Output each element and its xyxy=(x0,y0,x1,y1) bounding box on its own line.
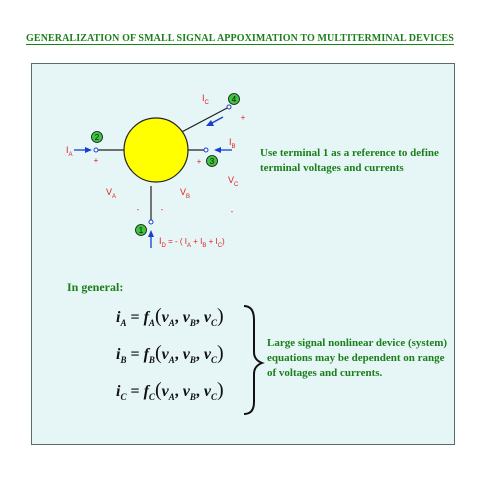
arrow-ib-icon xyxy=(214,147,232,153)
minus-1: - xyxy=(137,205,140,214)
label-vc: VC xyxy=(228,175,239,188)
minus-2: - xyxy=(161,205,164,214)
svg-text:2: 2 xyxy=(95,133,100,142)
svg-text:1: 1 xyxy=(139,226,144,235)
label-ib: IB xyxy=(229,137,236,150)
arrow-id-icon xyxy=(148,230,154,248)
plus-2: + xyxy=(94,156,99,165)
right-brace xyxy=(243,305,265,415)
label-va: VA xyxy=(106,187,116,200)
label-ic: IC xyxy=(202,93,210,106)
content-panel xyxy=(31,63,455,445)
arrow-ia-icon xyxy=(74,147,92,153)
minus-3: - xyxy=(231,207,234,216)
equation-ia: iA = fA(vA, vB, vC) xyxy=(116,305,224,329)
terminal-node-1: 1 xyxy=(135,224,147,236)
device-circle xyxy=(123,117,189,183)
svg-text:4: 4 xyxy=(232,95,237,104)
side-note: Large signal nonlinear device (system) e… xyxy=(267,337,448,379)
plus-3: + xyxy=(197,157,202,166)
equation-ic: iC = fC(vA, vB, vC) xyxy=(116,379,224,403)
page-title: GENERALIZATION OF SMALL SIGNAL APPOXIMAT… xyxy=(26,33,454,45)
svg-text:3: 3 xyxy=(210,157,215,166)
general-heading: In general: xyxy=(67,280,124,294)
plus-4: + xyxy=(241,113,246,122)
label-ia: IA xyxy=(66,145,73,158)
terminal-node-3: 3 xyxy=(206,155,218,167)
reference-note: Use terminal 1 as a reference to define … xyxy=(260,147,439,174)
equation-ib: iB = fB(vA, vB, vC) xyxy=(116,342,224,366)
arrow-ic-icon xyxy=(206,116,224,126)
label-vb: VB xyxy=(180,187,190,200)
terminal-node-2: 2 xyxy=(91,131,103,143)
label-id-expression: ID = - ( IA + IB + IC) xyxy=(159,236,225,249)
terminal-node-4: 4 xyxy=(228,93,240,105)
